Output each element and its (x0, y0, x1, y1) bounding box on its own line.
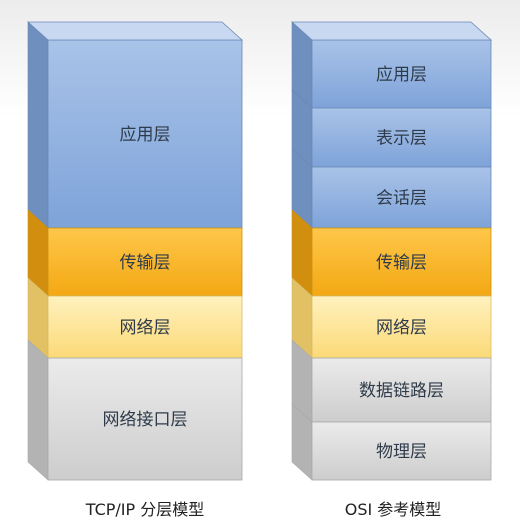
osi-layer-label: 传输层 (376, 253, 427, 273)
tcpip-layer: 网络接口层 (27, 339, 243, 481)
osi-layer: 会话层 (291, 148, 492, 229)
tcpip-layer-label: 网络接口层 (103, 410, 188, 430)
tcpip-caption: TCP/IP 分层模型 (85, 500, 205, 519)
osi-layer-label: 表示层 (376, 129, 427, 149)
osi-top-face (290, 21, 493, 41)
osi-layer-label: 会话层 (376, 189, 427, 209)
tcpip-layer: 网络层 (27, 277, 243, 359)
osi-layer-front (311, 357, 492, 423)
tcpip-layer-front (47, 39, 243, 229)
tcpip-layer-label: 网络层 (120, 318, 171, 338)
osi-layer-front (311, 107, 492, 168)
tcpip-top-face (26, 21, 244, 41)
osi-layer-front (311, 227, 492, 297)
osi-layer-label: 应用层 (376, 65, 427, 85)
osi-layer: 网络层 (291, 277, 492, 359)
tcpip-layer-label: 应用层 (120, 125, 171, 145)
osi-caption: OSI 参考模型 (345, 500, 442, 519)
osi-layer: 物理层 (291, 403, 492, 481)
osi-layer: 数据链路层 (291, 339, 492, 423)
osi-layer-label: 网络层 (376, 318, 427, 338)
osi-layer-front (311, 166, 492, 229)
tcpip-layer-label: 传输层 (120, 253, 171, 273)
osi-layer: 应用层 (291, 21, 492, 109)
tcpip-layer-side (27, 21, 49, 229)
tcpip-layer-front (47, 295, 243, 359)
tcpip-layer: 应用层 (27, 21, 243, 229)
osi-layer: 传输层 (291, 209, 492, 297)
osi-layer-label: 物理层 (376, 442, 427, 462)
osi-layer: 表示层 (291, 89, 492, 168)
tcpip-layer-front (47, 357, 243, 481)
osi-layer-front (311, 39, 492, 109)
tcpip-layer-side (27, 339, 49, 481)
osi-layer-front (311, 295, 492, 359)
osi-layer-label: 数据链路层 (359, 381, 444, 401)
osi-layer-front (311, 421, 492, 481)
